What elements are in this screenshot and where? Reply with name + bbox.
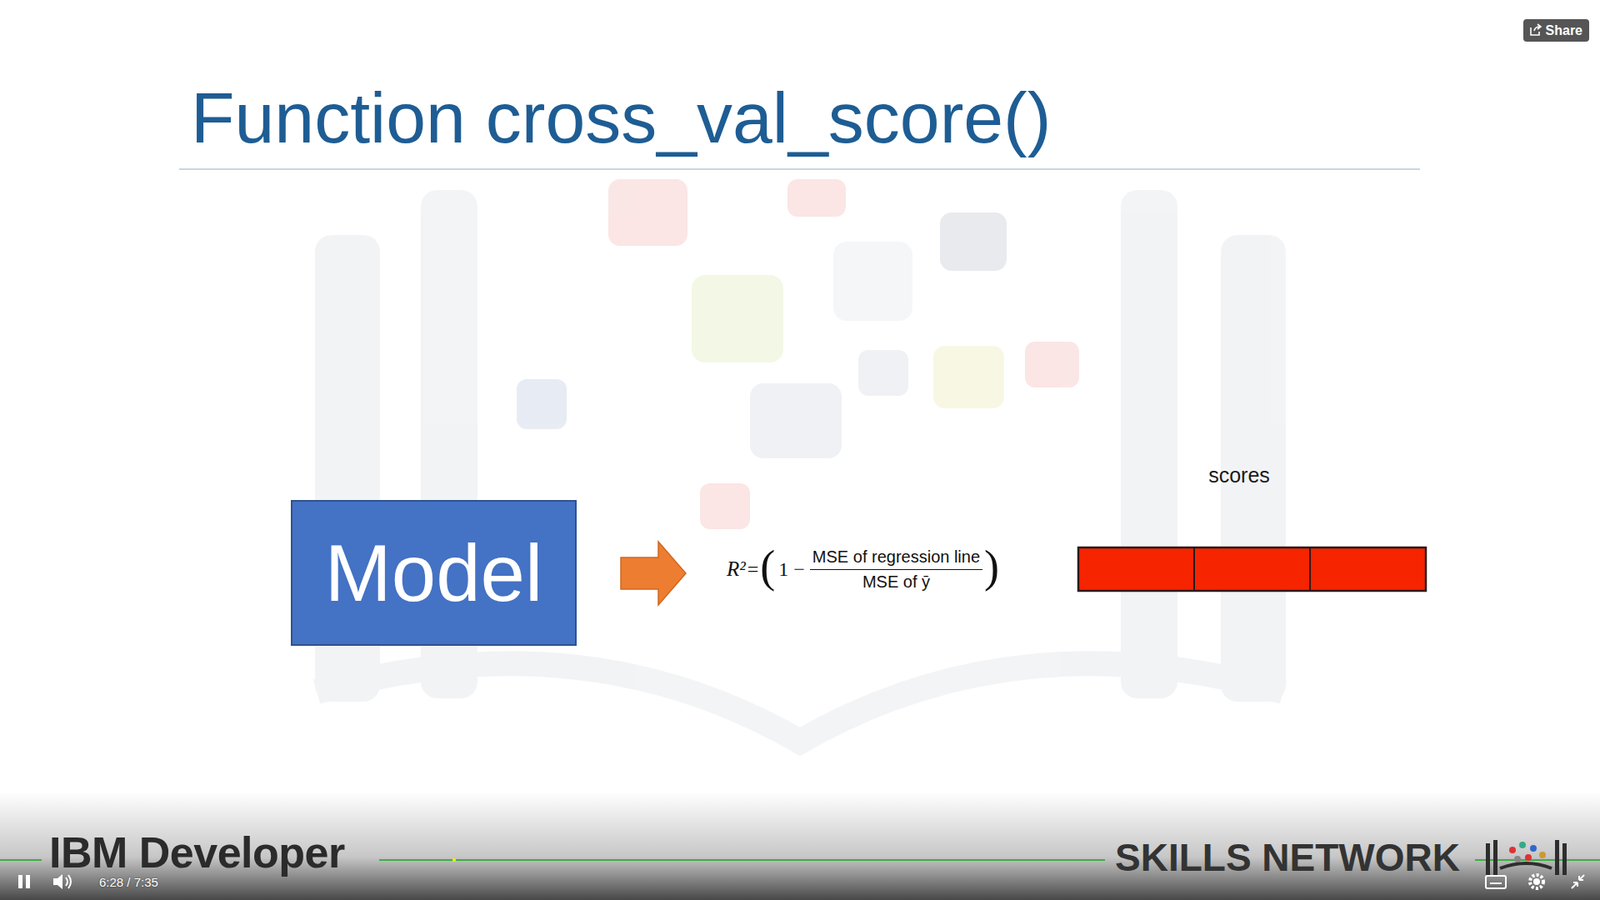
pause-icon xyxy=(18,875,23,889)
watermark-tile xyxy=(516,379,567,430)
watermark-tile xyxy=(833,241,913,321)
title-rule xyxy=(179,168,1420,170)
player-shade xyxy=(0,791,1600,900)
scores-array xyxy=(1078,547,1426,591)
logo-dot xyxy=(1525,854,1532,861)
flow-arrow xyxy=(620,541,686,605)
logo-dot xyxy=(1509,846,1516,854)
watermark-tile xyxy=(750,383,842,459)
brand-logo-text: SKILLS NETWORK xyxy=(1115,838,1460,877)
captions-icon xyxy=(1485,875,1506,889)
watermark-tile xyxy=(691,275,784,363)
progress-bar xyxy=(379,859,1105,861)
button-label: Share xyxy=(1545,19,1583,42)
captions-line xyxy=(1490,882,1502,885)
progress-bar xyxy=(0,859,42,861)
logo-bar xyxy=(1562,843,1567,875)
settings-gear-hub xyxy=(1533,878,1540,885)
watermark-tile xyxy=(858,350,909,396)
brand-logo-text: IBM Developer xyxy=(49,830,345,875)
logo-bar xyxy=(1555,840,1560,875)
watermark-tiles xyxy=(516,179,1080,530)
logo-dot xyxy=(1539,851,1546,859)
array-cell-divider xyxy=(1309,547,1311,591)
formula-fraction: MSE of regression lineMSE of ȳ xyxy=(810,546,983,592)
watermark-tile xyxy=(940,212,1007,271)
share-icon xyxy=(1529,23,1543,37)
volume-icon xyxy=(53,874,63,890)
slide-title: Function cross_val_score() xyxy=(190,81,1051,154)
watermark-tile xyxy=(700,483,750,530)
formula-denominator: MSE of ȳ xyxy=(810,570,983,592)
settings-gear xyxy=(1530,875,1544,889)
logo-dot xyxy=(1530,845,1537,852)
formula-paren: ( xyxy=(760,544,775,590)
watermark-pillar xyxy=(1120,190,1178,699)
array-cell-divider xyxy=(1193,547,1195,591)
brand-logo-icon xyxy=(1485,840,1567,875)
logo-bar xyxy=(1485,843,1490,875)
watermark-tile xyxy=(933,345,1005,409)
formula-operator: = xyxy=(747,558,760,581)
formula-numerator: MSE of regression line xyxy=(810,546,983,570)
logo-dot xyxy=(1514,855,1521,863)
video-timestamp: 6:28 / 7:35 xyxy=(99,875,159,889)
exit-fullscreen-icon xyxy=(1571,875,1585,889)
formula-term: 1 − xyxy=(778,558,805,581)
pause-icon xyxy=(25,875,30,889)
chapter-marker xyxy=(452,858,456,862)
formula-paren: ) xyxy=(984,544,1000,590)
box-label: Model xyxy=(325,529,543,618)
model-box: Model xyxy=(290,500,577,646)
formula-symbol: R² xyxy=(726,557,746,581)
logo-arc xyxy=(1500,863,1552,869)
watermark-tile xyxy=(608,179,688,246)
watermark-tile xyxy=(787,179,846,217)
share-icon-path xyxy=(1530,24,1541,35)
watermark xyxy=(315,190,1286,742)
watermark-tile xyxy=(1025,341,1080,388)
logo-dot xyxy=(1519,841,1526,849)
logo-bar xyxy=(1493,840,1498,875)
array-label: scores xyxy=(1208,464,1270,488)
watermark-book xyxy=(316,663,1284,742)
volume-wave xyxy=(68,875,71,889)
volume-wave xyxy=(65,877,68,886)
r-squared-formula: R²=(1 −MSE of regression lineMSE of ȳ) xyxy=(726,543,1000,595)
share-button: Share xyxy=(1523,19,1590,42)
